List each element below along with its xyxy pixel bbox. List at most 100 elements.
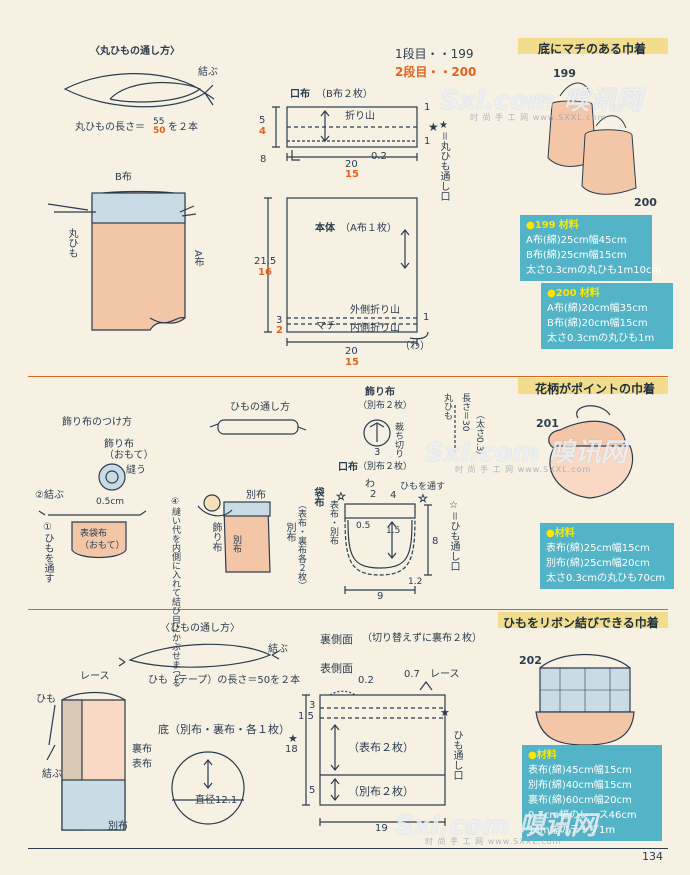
kuchi-d1a: 1 bbox=[424, 102, 431, 113]
body-gusset: マチ bbox=[316, 321, 336, 332]
body-title: 本体 bbox=[315, 223, 335, 234]
omote-front: （表布２枚） bbox=[348, 741, 414, 754]
omote-title: 表側面 bbox=[320, 662, 353, 675]
mid-kuchi-fold: わ bbox=[365, 479, 375, 490]
svg-text:★: ★ bbox=[288, 732, 298, 745]
bag-sep: 別布 bbox=[108, 821, 128, 832]
deco-05: 0.5cm bbox=[96, 497, 125, 507]
watermark: Sxl.com 嗅讯网 bbox=[395, 811, 597, 841]
omote-d18: 18 bbox=[285, 744, 298, 755]
bottom-diameter: 直径12.1 bbox=[195, 795, 238, 806]
materials-201: ●材料 表布(綿)25cm幅15cm 別布(綿)25cm幅20cm 太さ0.3c… bbox=[540, 523, 674, 589]
mat-201-line: 表布(綿)25cm幅15cm bbox=[546, 543, 650, 554]
mid-kuchi-d12: 1.2 bbox=[408, 577, 423, 587]
footer-rule bbox=[28, 848, 668, 849]
deco-sep3: 別布 bbox=[231, 535, 241, 553]
watermark-sub: 时 尚 手 工 网 www.SXXL.com bbox=[470, 113, 607, 122]
kazari-title: 飾り布 bbox=[365, 387, 395, 398]
cord-length-199: 55 bbox=[153, 117, 165, 127]
mid-kuchi-d8: 8 bbox=[432, 536, 439, 547]
b-fabric-label: B布 bbox=[115, 172, 132, 183]
mid-slot: ☆＝ひも通し口 bbox=[448, 500, 459, 571]
mid-kuchi-sub: （別布２枚） bbox=[358, 462, 413, 472]
kuchi-fold: 折り山 bbox=[345, 111, 375, 122]
mat-200-line: 太さ0.3cmの丸ひも1m bbox=[547, 333, 655, 344]
ura-title: 裏側面 bbox=[320, 633, 353, 646]
omote-d02: 0.2 bbox=[358, 675, 374, 686]
deco-bag-face: （おもて） bbox=[80, 541, 125, 551]
mid-kuchi-w9: 9 bbox=[377, 591, 384, 602]
bag-outer: 表布 bbox=[132, 759, 152, 770]
mid-kuchi-thread: ひもを通す bbox=[400, 482, 446, 492]
mat-202-line: 表布(綿)45cm幅15cm bbox=[528, 765, 632, 776]
tie-label: 結ぶ bbox=[198, 67, 218, 78]
kuchi-w20: 20 bbox=[345, 159, 358, 170]
svg-text:★: ★ bbox=[428, 120, 439, 134]
threading-title: 〈丸ひもの通し方〉 bbox=[90, 46, 180, 57]
mat-202-line: 1cm幅のテープ1m bbox=[528, 825, 616, 836]
kuchi-slot: ★＝丸ひも通し口 bbox=[438, 120, 449, 201]
section-title-top: 底にマチのある巾着 bbox=[538, 42, 647, 56]
body-w15: 15 bbox=[345, 357, 359, 368]
section-title-bot: ひもをリボン結びできる巾着 bbox=[503, 616, 659, 630]
deco-deco2: 飾り布 bbox=[210, 522, 221, 552]
omote-w19: 19 bbox=[375, 823, 388, 834]
kuchi-d8: 8 bbox=[260, 154, 267, 165]
kuchi-d5: 5 bbox=[259, 115, 266, 126]
mid-bag-label: 袋布 bbox=[312, 487, 323, 507]
pic-201-number: 201 bbox=[536, 417, 559, 430]
page-number: 134 bbox=[642, 850, 663, 863]
cord-length-label: 丸ひもの長さ＝ bbox=[75, 122, 145, 133]
bag-tie: 結ぶ bbox=[42, 769, 62, 780]
omote-lace: レース bbox=[430, 669, 460, 680]
body-outer-fold: 外側折り山 bbox=[350, 305, 400, 316]
mat-199-line: A布(綿)25cm幅45cm bbox=[526, 235, 627, 246]
a-fabric-label: A布 bbox=[192, 250, 203, 267]
kazari-sub: （別布２枚） bbox=[358, 401, 413, 411]
mat-201-line: 別布(綿)25cm幅20cm bbox=[546, 558, 650, 569]
mat-199-title: 材料 bbox=[558, 220, 579, 231]
mid-bag-sub: （表布・裏布各２枚） bbox=[296, 500, 306, 590]
mat-199-line: 太さ0.3cmの丸ひも1m10cm bbox=[526, 265, 662, 276]
mat-202-line: 別布(綿)40cm幅15cm bbox=[528, 780, 632, 791]
bag-lace: レース bbox=[80, 671, 110, 682]
watermark-sub: 时 尚 手 工 网 www.SXXL.com bbox=[425, 837, 562, 846]
legend-199: 1段目・・199 bbox=[395, 47, 474, 61]
omote-slot: ひも通し口 bbox=[451, 730, 462, 780]
pic-199-number: 199 bbox=[553, 67, 576, 80]
bag-cord: ひも bbox=[36, 694, 56, 705]
body-w20: 20 bbox=[345, 346, 358, 357]
materials-199: ●199 材料 A布(綿)25cm幅45cm B布(綿)25cm幅15cm 太さ… bbox=[520, 215, 662, 281]
mat-200-line: A布(綿)20cm幅35cm bbox=[547, 303, 648, 314]
bottom-title: 底（別布・裏布・各１枚） bbox=[158, 723, 290, 736]
watermark: Sxl.com 嗅讯网 bbox=[440, 86, 642, 116]
deco-sep: 別布 bbox=[246, 490, 266, 501]
body-h16: 16 bbox=[258, 267, 272, 278]
deco-tie: ②結ぶ bbox=[35, 490, 64, 501]
deco-bag: 表袋布 bbox=[80, 529, 108, 539]
mat-200-no: 200 bbox=[555, 288, 577, 299]
cord-length-suffix: を２本 bbox=[168, 122, 198, 133]
mat-202-line: 裏布(綿)60cm幅20cm bbox=[528, 795, 632, 806]
mat-202-title: 材料 bbox=[536, 750, 557, 761]
mid-kuchi-d2: 2 bbox=[370, 489, 377, 500]
svg-text:☆: ☆ bbox=[336, 490, 346, 503]
omote-d15: 1.5 bbox=[298, 711, 314, 722]
ura-note: （切り替えずに裏布２枚） bbox=[362, 633, 482, 644]
body-d2: 2 bbox=[276, 325, 283, 336]
omote-sep: （別布２枚） bbox=[348, 785, 414, 798]
kuchi-w15: 15 bbox=[345, 169, 359, 180]
svg-text:☆: ☆ bbox=[418, 492, 428, 505]
section-title-bar bbox=[498, 612, 668, 628]
bot-tie: 結ぶ bbox=[268, 644, 288, 655]
mat-200-line: B布(綿)20cm幅15cm bbox=[547, 318, 648, 329]
pic-202-number: 202 bbox=[519, 654, 542, 667]
body-h21: 21.5 bbox=[254, 256, 277, 267]
mat-201-title: 材料 bbox=[554, 528, 575, 539]
mat-199-no: 199 bbox=[534, 220, 556, 231]
section-title-mid: 花柄がポイントの巾着 bbox=[535, 382, 656, 396]
bag-lining: 裏布 bbox=[132, 744, 152, 755]
pic-200-number: 200 bbox=[634, 196, 657, 209]
mid-kuchi-d15: 1.5 bbox=[386, 526, 401, 536]
